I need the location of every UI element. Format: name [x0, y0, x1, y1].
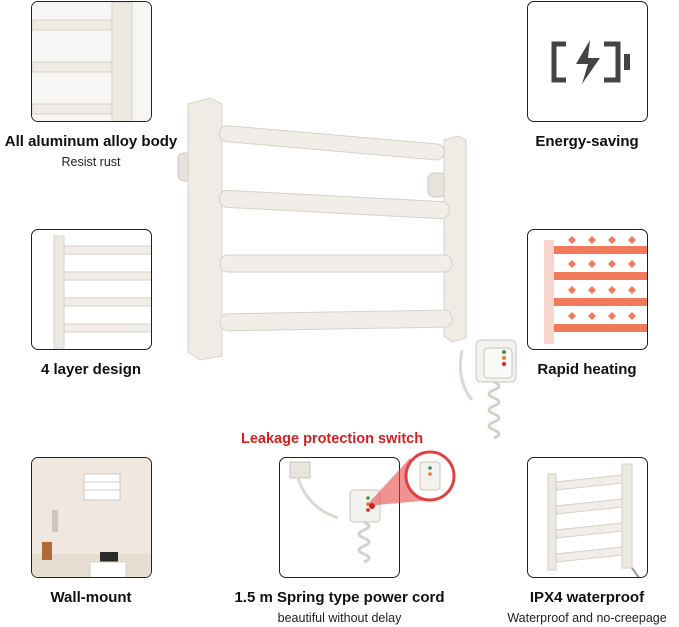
heat-arrow-icon	[588, 236, 596, 244]
feature-title-wall: Wall-mount	[50, 589, 132, 606]
feature-title-energy: Energy-saving	[535, 133, 639, 150]
feature-tile-layers	[31, 229, 152, 350]
feature-tile-waterproof	[527, 457, 648, 578]
feature-subtitle-cord: beautiful without delay	[277, 611, 402, 625]
feature-tile-body	[31, 1, 152, 122]
heat-arrow-icon	[628, 286, 636, 294]
heat-arrow-icon	[588, 286, 596, 294]
feature-title-body: All aluminum alloy body	[4, 133, 178, 150]
feature-tile-wall	[31, 457, 152, 578]
heat-arrow-icon	[608, 260, 616, 268]
heat-arrow-icon	[568, 312, 576, 320]
heat-arrow-icon	[628, 236, 636, 244]
feature-title-heating: Rapid heating	[537, 361, 637, 378]
feature-title-waterproof: IPX4 waterproof	[529, 589, 645, 606]
heat-arrow-icon	[588, 312, 596, 320]
heat-arrow-icon	[628, 260, 636, 268]
feature-tile-energy	[527, 1, 648, 122]
heat-arrow-icon	[568, 286, 576, 294]
heat-arrow-icon	[608, 286, 616, 294]
feature-subtitle-waterproof: Waterproof and no-creepage	[507, 611, 667, 625]
feature-tile-heating	[527, 229, 648, 350]
feature-subtitle-body: Resist rust	[61, 155, 121, 169]
heat-arrow-icon	[628, 312, 636, 320]
feature-title-cord: 1.5 m Spring type power cord	[234, 589, 445, 606]
battery-charging-icon	[551, 40, 630, 84]
feature-tile-cord	[279, 457, 400, 578]
heat-arrow-icon	[608, 312, 616, 320]
heat-arrow-icon	[608, 236, 616, 244]
leakage-protection-label: Leakage protection switch	[241, 431, 424, 447]
feature-title-layers: 4 layer design	[40, 361, 142, 378]
heat-arrow-icon	[568, 236, 576, 244]
heat-arrow-icon	[568, 260, 576, 268]
heat-arrow-icon	[588, 260, 596, 268]
